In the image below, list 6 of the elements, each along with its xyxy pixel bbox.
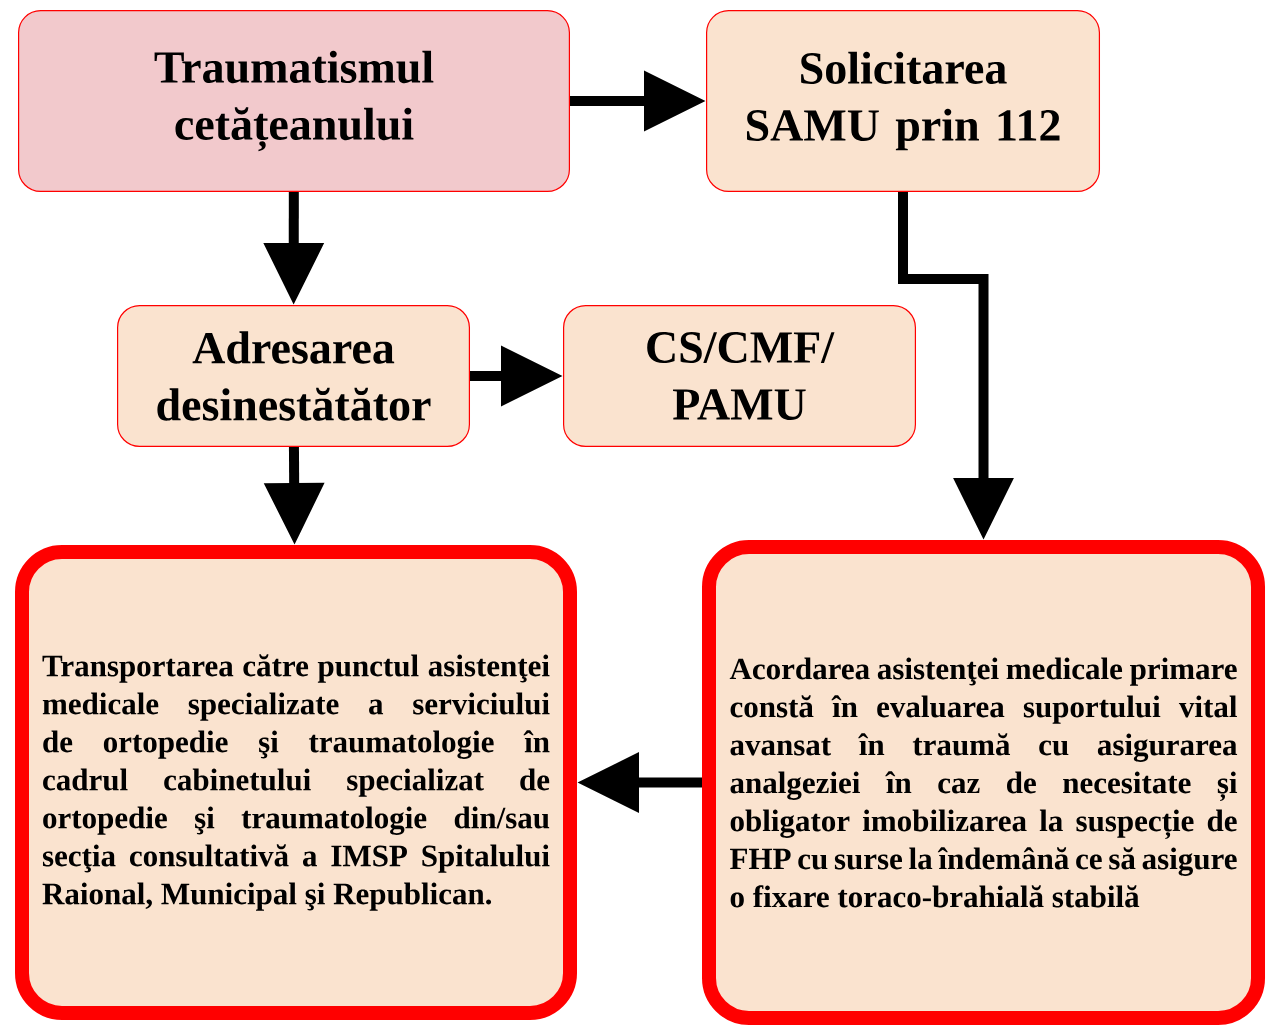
process-box: CS/CMF/ PAMU bbox=[563, 305, 916, 447]
outcome-box: Acordarea asistenţei medicale primare constă în evaluarea suportului vital avansat în traumă cu asigurarea analgeziei în caz de necesitate și obligator imobilizarea la suspecție de FHP cu surse la îndemână ce să asigure o fixare toraco-brahială stabilă bbox=[702, 540, 1265, 1025]
process-box: Adresarea desinestătător bbox=[117, 305, 470, 447]
process-box: Traumatismul cetățeanului bbox=[18, 10, 570, 192]
process-box: Solicitarea SAMU prin 112 bbox=[706, 10, 1100, 192]
outcome-box: Transportarea către punctul asistenţei medicale specializate a serviciului de ortopedie şi traumatologie în cadrul cabinetului specializat de ortopedie şi traumatologie din/sau secţia consultativă a IMSP Spitalului Raional, Municipal şi Republican. bbox=[15, 545, 577, 1020]
